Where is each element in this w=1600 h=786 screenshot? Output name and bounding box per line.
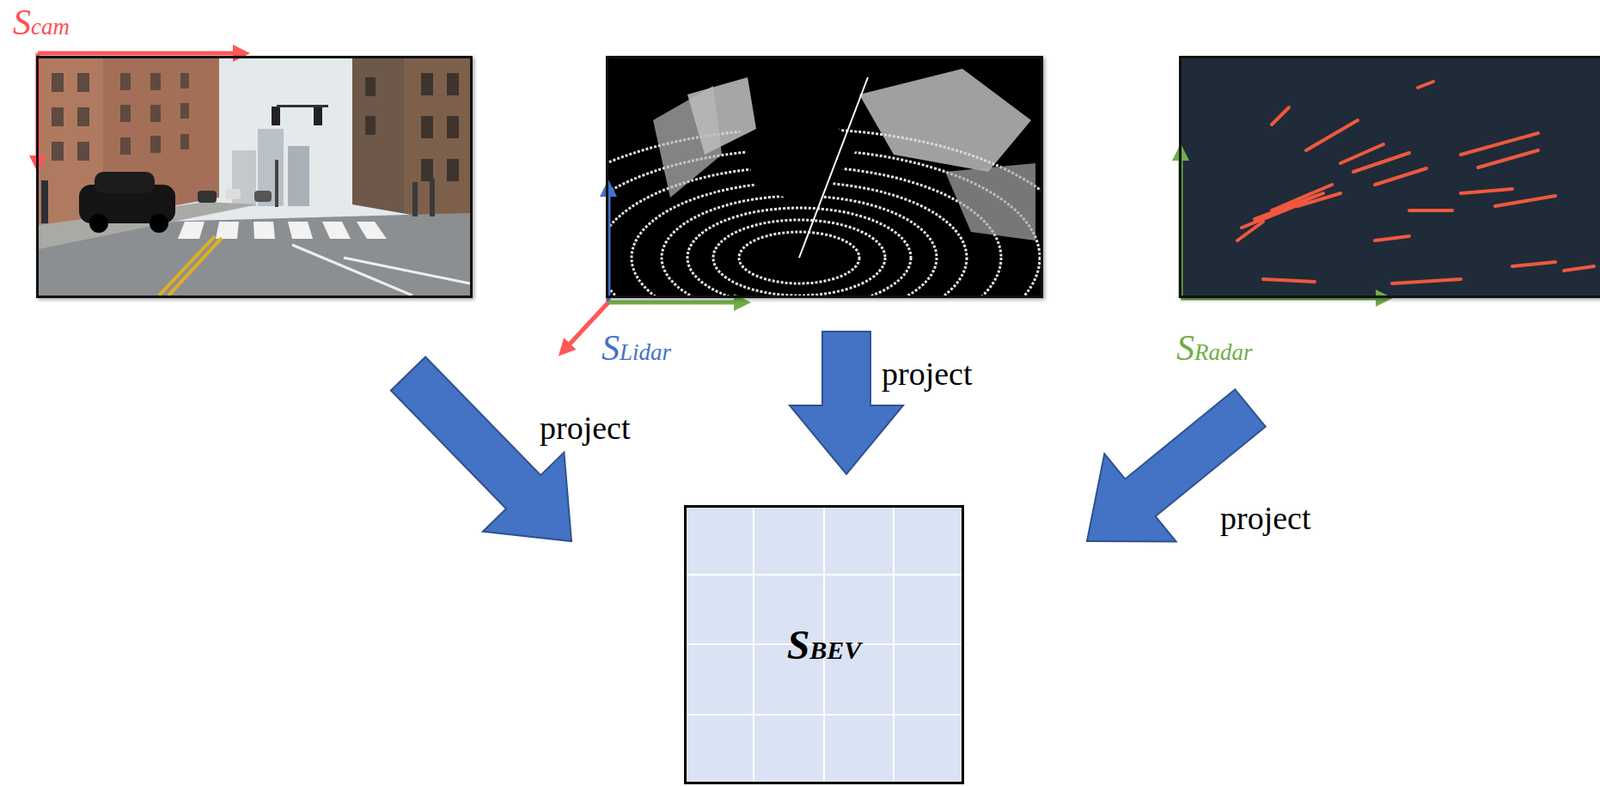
label-anchor: SRadar: [1176, 329, 1253, 367]
project-arrow: [789, 331, 904, 475]
radar-panel: SRadar: [1178, 55, 1600, 299]
frame-label: SRadar: [1176, 329, 1253, 367]
edge-label-anchor: project: [539, 410, 631, 447]
edge-label: project: [881, 355, 973, 392]
lidar-image: [608, 58, 1041, 296]
label-anchor: Scam: [12, 4, 70, 41]
edge-label: project: [1220, 500, 1312, 537]
edge-label-anchor: project: [1220, 500, 1312, 538]
camera-image: [38, 58, 471, 296]
edge-label: project: [539, 409, 631, 446]
camera-panel: Scam: [36, 55, 473, 299]
project-arrow: [390, 357, 572, 543]
edge-label-anchor: project: [881, 356, 973, 393]
coordinate-axes: [37, 53, 1386, 351]
label-anchor: SLidar: [601, 329, 672, 367]
frame-label: SLidar: [601, 329, 672, 367]
radar-image: [1181, 58, 1600, 296]
frame-label: Scam: [12, 4, 70, 41]
lidar-panel: SLidar: [605, 55, 1044, 299]
bev-grid: [683, 505, 965, 785]
bev-grid-box: SBEV: [683, 505, 965, 785]
grid-label: SBEV: [787, 624, 862, 666]
